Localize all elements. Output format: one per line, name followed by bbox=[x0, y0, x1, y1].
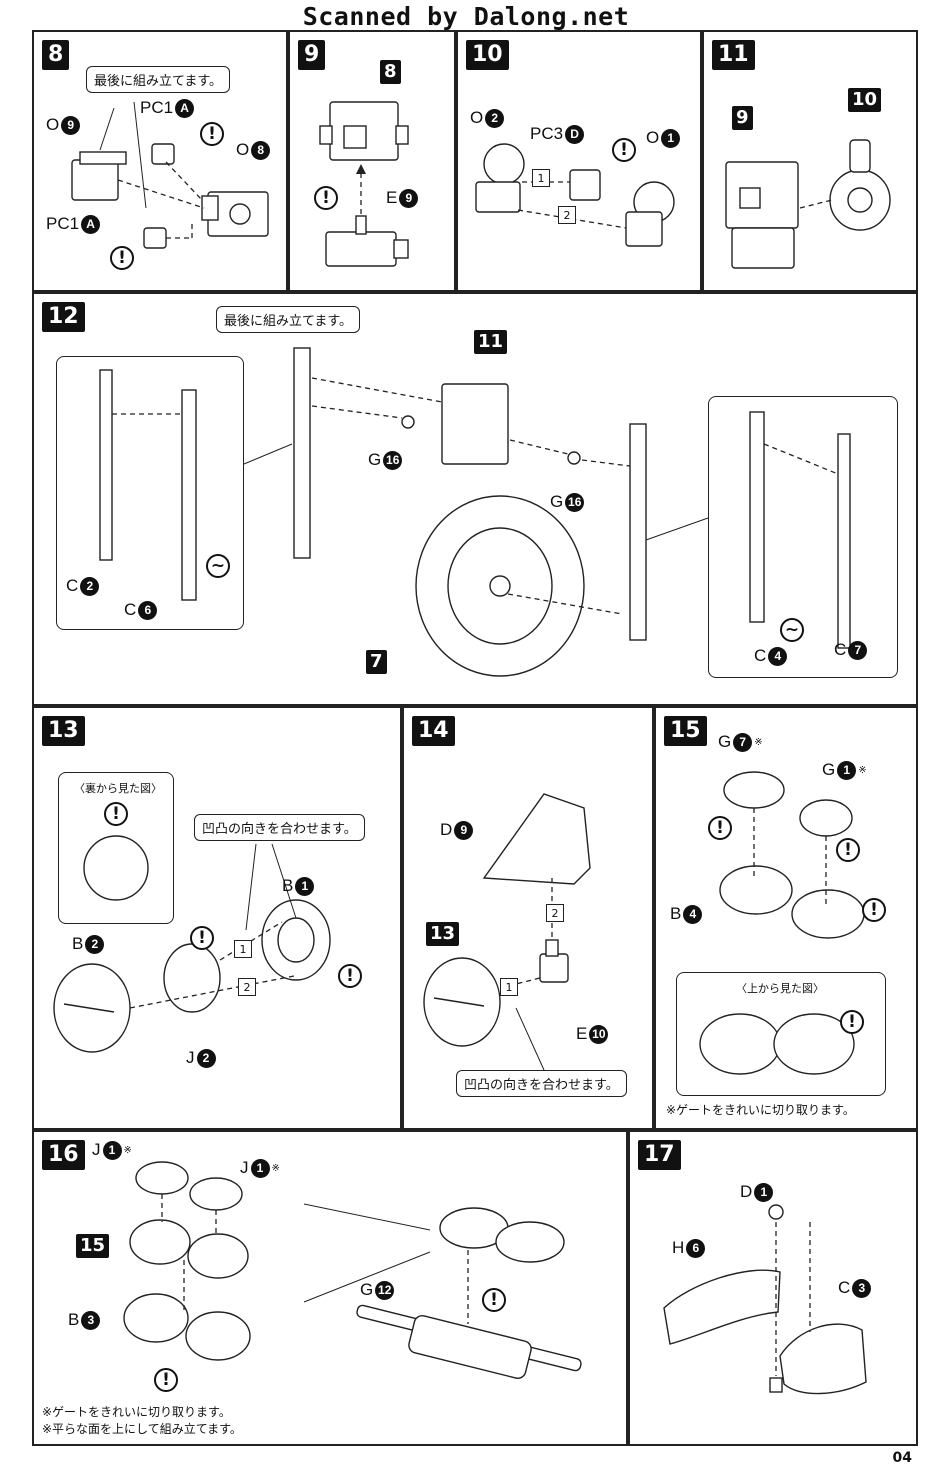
flat-face-note: ※平らな面を上にして組み立てます。 bbox=[42, 1422, 242, 1436]
alignment-note: 凹凸の向きを合わせます。 bbox=[456, 1070, 627, 1097]
scan-watermark: Scanned by Dalong.net bbox=[302, 2, 630, 31]
step-number: 10 bbox=[466, 40, 509, 70]
step-11-diagram bbox=[725, 139, 891, 269]
step-13-diagram bbox=[53, 835, 331, 1053]
spring-icon: ~ bbox=[206, 554, 230, 578]
exclamation-circle-icon: ! bbox=[314, 186, 338, 210]
step-number: 11 bbox=[712, 40, 755, 70]
step-number: 16 bbox=[42, 1140, 85, 1170]
exclamation-circle-icon: ! bbox=[190, 926, 214, 950]
part-number-9: 9 bbox=[732, 106, 753, 130]
sequence-2: 2 bbox=[546, 904, 564, 922]
step-16-diagram bbox=[123, 1161, 582, 1379]
sequence-1: 1 bbox=[500, 978, 518, 996]
gate-note: ※ゲートをきれいに切り取ります。 bbox=[666, 1103, 855, 1117]
exclamation-circle-icon: ! bbox=[104, 802, 128, 826]
step-10-diagram bbox=[475, 143, 675, 247]
step-8-diagram bbox=[71, 101, 269, 249]
part-number-13: 13 bbox=[426, 922, 460, 946]
gate-note: ※ゲートをきれいに切り取ります。 bbox=[42, 1405, 231, 1419]
exclamation-circle-icon: ! bbox=[200, 122, 224, 146]
exclamation-circle-icon: ! bbox=[612, 138, 636, 162]
exclamation-circle-icon: ! bbox=[862, 898, 886, 922]
step-number: 14 bbox=[412, 716, 455, 746]
inset-title: 〈上から見た図〉 bbox=[736, 982, 824, 995]
step-11-panel: 11 9 10 bbox=[702, 30, 918, 292]
step-number: 13 bbox=[42, 716, 85, 746]
alignment-note: 凹凸の向きを合わせます。 bbox=[194, 814, 365, 841]
step-number: 9 bbox=[298, 40, 326, 70]
part-number-11: 11 bbox=[474, 330, 508, 354]
assembly-note: 最後に組み立てます。 bbox=[216, 306, 361, 333]
assembly-note: 最後に組み立てます。 bbox=[86, 66, 231, 93]
step-number: 8 bbox=[42, 40, 70, 70]
page-number: 04 bbox=[892, 1450, 912, 1466]
exclamation-circle-icon: ! bbox=[708, 816, 732, 840]
exclamation-circle-icon: ! bbox=[482, 1288, 506, 1312]
exclamation-circle-icon: ! bbox=[338, 964, 362, 988]
step-14-diagram bbox=[423, 793, 591, 1071]
exclamation-circle-icon: ! bbox=[840, 1010, 864, 1034]
step-number: 12 bbox=[42, 302, 85, 332]
sequence-2: 2 bbox=[558, 206, 576, 224]
step-12-diagram bbox=[99, 347, 851, 677]
part-number-15: 15 bbox=[76, 1234, 110, 1258]
part-number-10: 10 bbox=[848, 88, 882, 112]
inset-title: 〈裏から見た図〉 bbox=[74, 782, 162, 795]
sequence-1: 1 bbox=[234, 940, 252, 958]
step-number: 15 bbox=[664, 716, 707, 746]
step-15-diagram bbox=[699, 771, 865, 1075]
step-12-panel: 12 最後に組み立てます。 11 7 bbox=[32, 292, 918, 706]
sequence-2: 2 bbox=[238, 978, 256, 996]
spring-icon: ~ bbox=[780, 618, 804, 642]
exclamation-circle-icon: ! bbox=[154, 1368, 178, 1392]
step-number: 17 bbox=[638, 1140, 681, 1170]
part-number-7: 7 bbox=[366, 650, 387, 674]
step-9-diagram bbox=[319, 101, 409, 267]
exclamation-circle-icon: ! bbox=[836, 838, 860, 862]
part-number-8: 8 bbox=[380, 60, 401, 84]
exclamation-circle-icon: ! bbox=[110, 246, 134, 270]
step-17-diagram bbox=[663, 1204, 867, 1395]
sequence-1: 1 bbox=[532, 169, 550, 187]
